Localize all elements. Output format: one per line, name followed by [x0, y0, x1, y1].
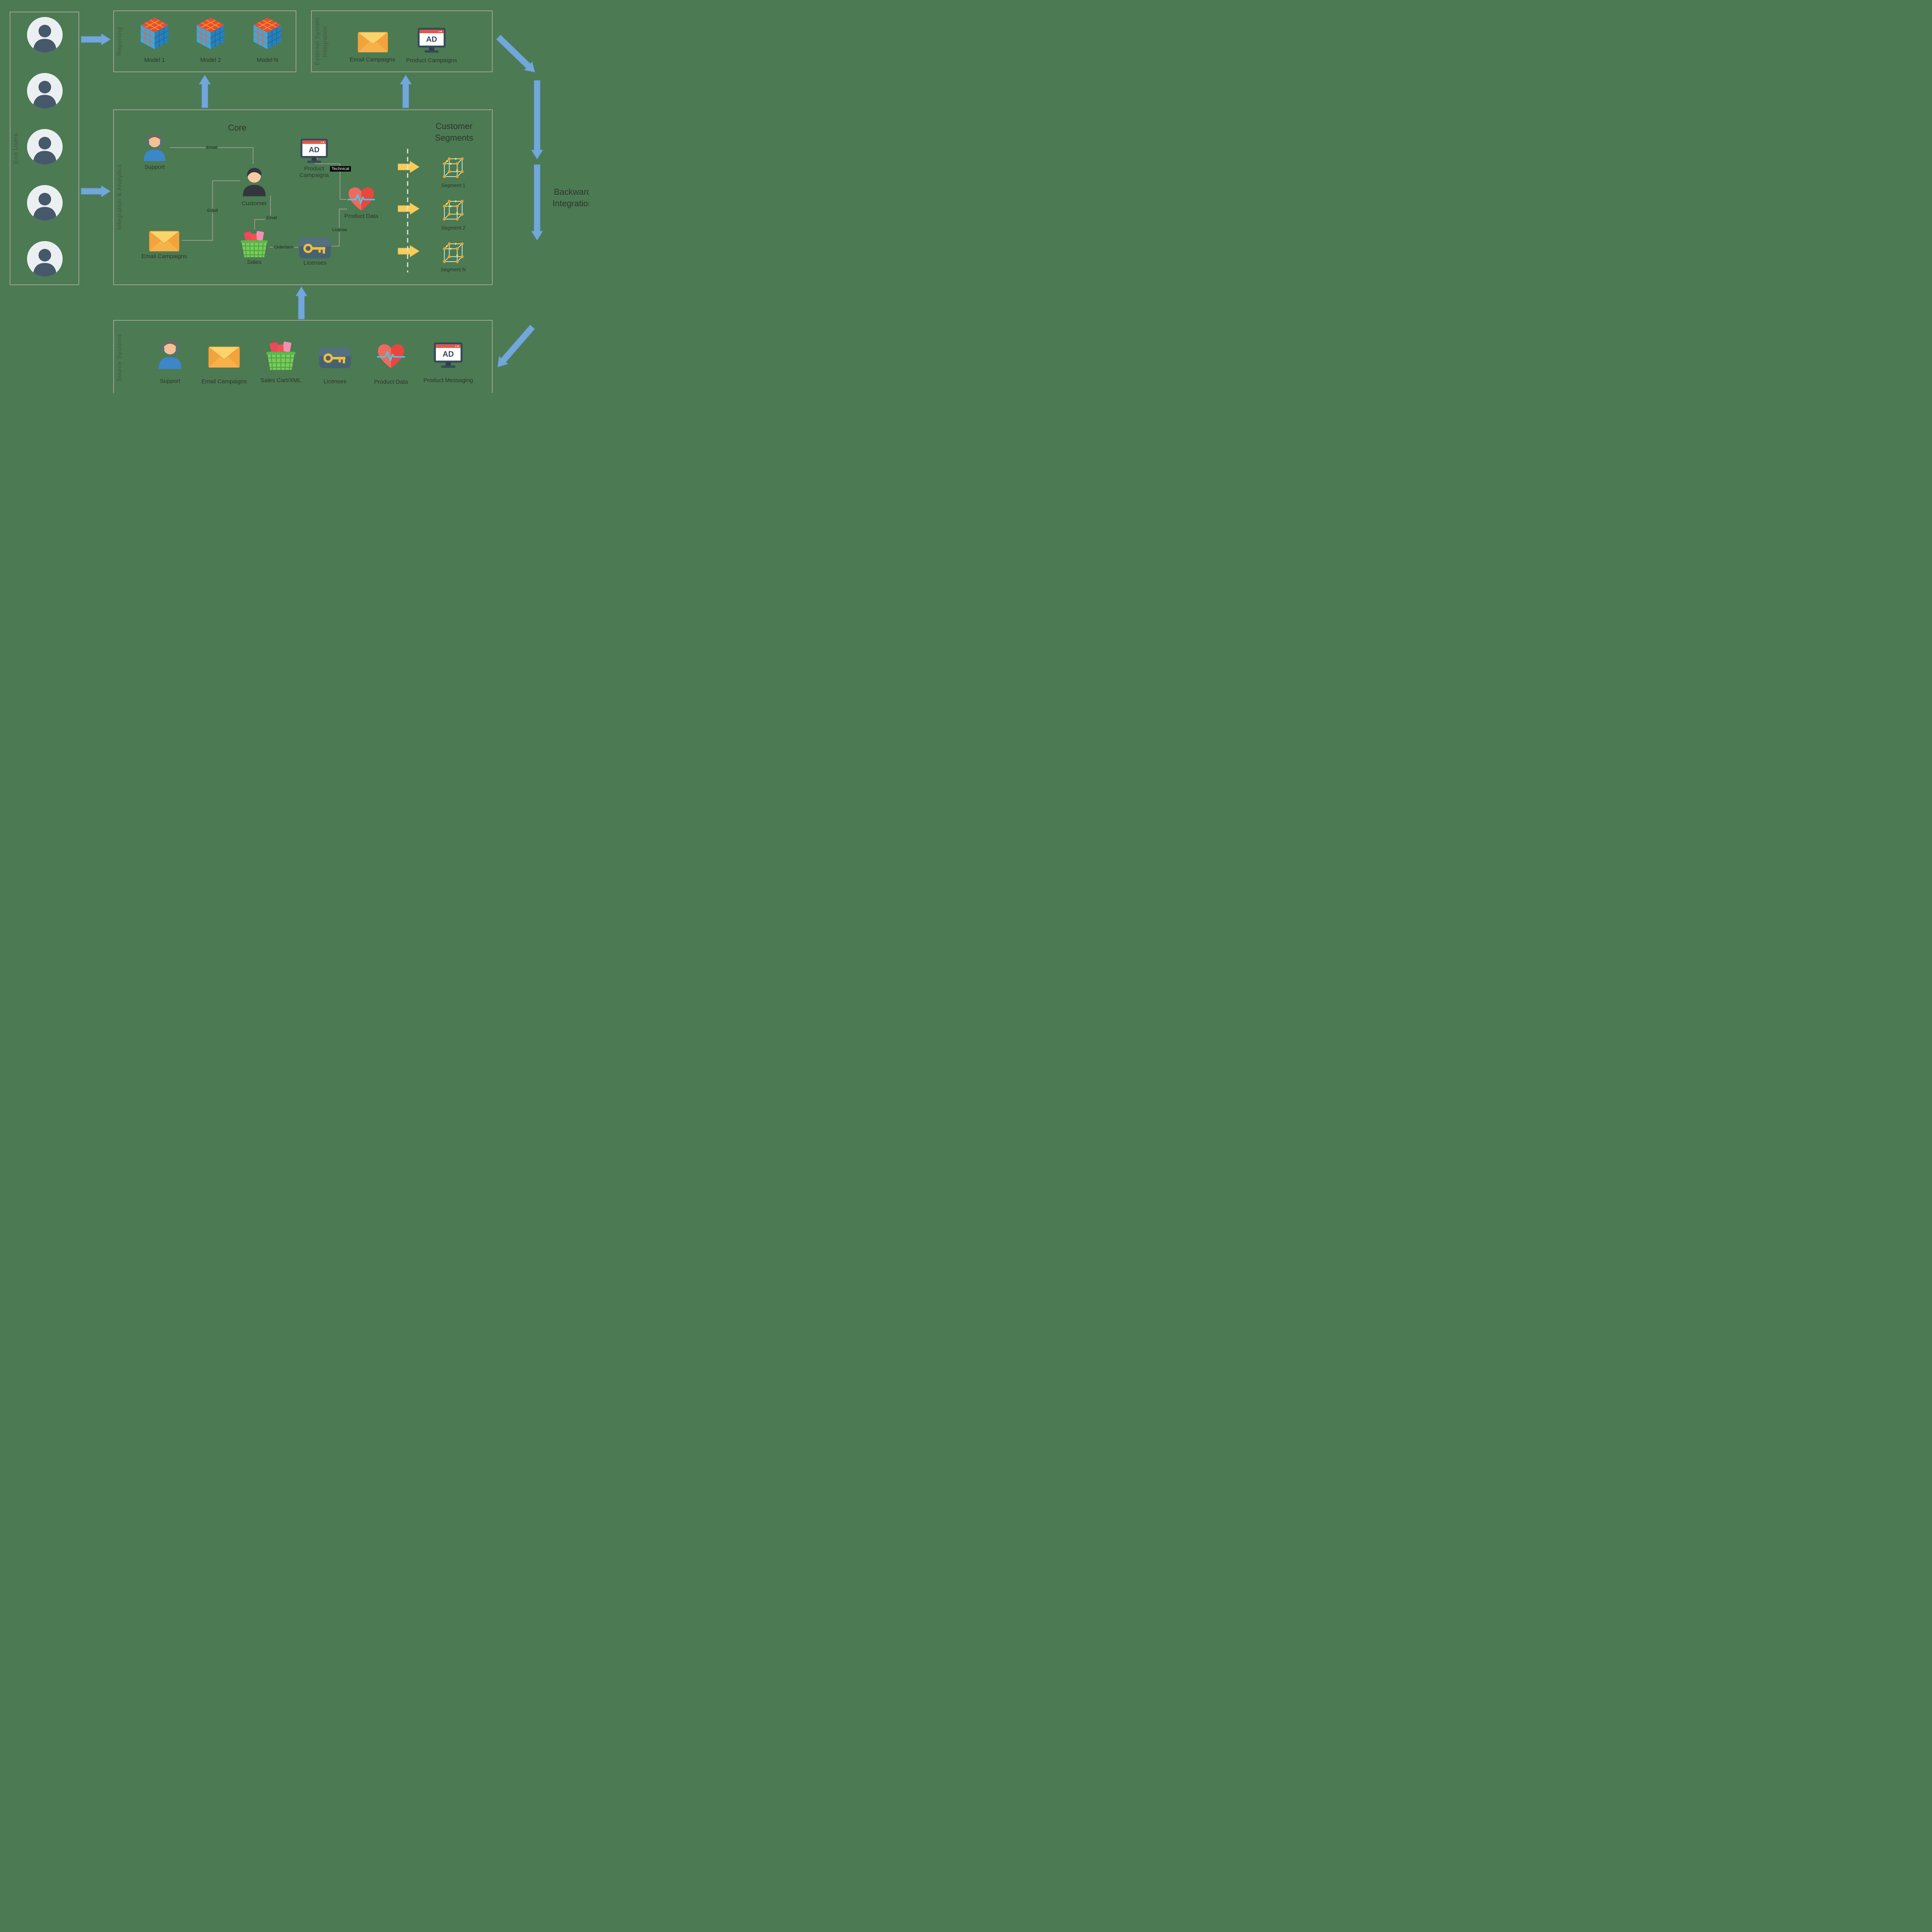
arrow-right-to-source: [497, 325, 535, 367]
external-integration-panel: [311, 10, 493, 72]
arrow-endusers-to-core: [81, 185, 111, 197]
segment-2-lattice-icon: [441, 198, 466, 223]
model-1-cube-icon: [139, 17, 170, 51]
source-licenses-icon: [319, 347, 351, 369]
source-email-campaigns-label: Email Campaigns: [201, 378, 247, 385]
source-systems-label: Source Systems: [116, 334, 123, 382]
product-data-heart-icon: [346, 186, 376, 212]
edge-label-license: License: [331, 228, 348, 232]
user-avatar-icon: [26, 16, 63, 53]
edge-label-email-sales: Email: [265, 216, 278, 220]
core-product-campaigns-label: Product Campaigns: [299, 165, 329, 179]
source-support-label: Support: [160, 378, 180, 384]
source-support-icon: [154, 337, 186, 369]
edge-support-customer: [170, 147, 253, 164]
segment-2-label: Segment 2: [441, 225, 466, 231]
edge-label-technical: Technical: [330, 166, 351, 172]
source-email-campaigns-icon: [208, 346, 240, 368]
segment-n-lattice-icon: [441, 240, 466, 265]
edge-label-email-support: Email: [205, 145, 218, 150]
source-sales-cart-label: Sales Cart/XML: [260, 377, 301, 384]
edge-label-orderitem: OrderItem: [273, 245, 294, 250]
model-n-cube-icon: [252, 17, 283, 51]
source-product-data-icon: [376, 343, 406, 369]
arrow-core-to-external: [400, 75, 412, 108]
core-sales-label: Sales: [247, 259, 262, 265]
segment-n-label: Segment N: [440, 267, 466, 272]
arrow-to-segment-2: [398, 202, 420, 215]
core-licenses-label: Licenses: [303, 260, 327, 266]
segment-1-label: Segment 1: [441, 182, 466, 188]
segment-1-lattice-icon: [441, 155, 466, 180]
user-avatar-icon: [26, 128, 63, 165]
model-2-label: Model 2: [200, 57, 221, 63]
licenses-key-icon: [299, 237, 331, 259]
arrow-to-segment-1: [398, 161, 420, 173]
model-1-label: Model 1: [144, 57, 165, 63]
connector-overlay: [81, 33, 543, 367]
core-customer-label: Customer: [242, 200, 267, 207]
user-avatar-icon: [26, 72, 63, 109]
sales-basket-icon: [239, 230, 269, 258]
user-avatar-icon: [26, 240, 63, 277]
model-n-label: Model N: [257, 57, 278, 63]
source-product-messaging-icon: [432, 342, 464, 371]
edge-customer-sales: [254, 196, 271, 230]
source-sales-cart-icon: [265, 340, 297, 371]
core-support-label: Support: [144, 164, 165, 170]
arrow-right-down-1: [531, 80, 543, 160]
model-2-cube-icon: [195, 17, 226, 51]
external-integration-label: External System Integration: [314, 17, 328, 65]
external-email-campaigns-label: Email Campaigns: [350, 56, 395, 63]
diagram-canvas: AD: [0, 0, 589, 393]
end-users-label: End Users: [13, 133, 19, 164]
external-product-campaigns-label: Product Campaigns: [406, 57, 457, 64]
core-email-campaigns-label: Email Campaigns: [141, 253, 187, 260]
core-product-data-label: Product Data: [344, 213, 378, 219]
reporting-label: Reporting: [116, 27, 123, 56]
core-panel: [113, 109, 493, 285]
backward-integration-label: Backward Integration: [553, 187, 589, 208]
user-avatar-icon: [26, 184, 63, 221]
arrow-to-segment-n: [398, 245, 420, 257]
source-product-data-label: Product Data: [374, 379, 408, 385]
arrow-source-to-core: [295, 286, 308, 320]
arrow-right-down-2: [531, 164, 543, 241]
core-panel-label: Integration & Analytics: [116, 164, 123, 230]
arrow-core-to-reporting: [199, 75, 211, 108]
edge-label-email-campaigns: Email: [206, 208, 219, 213]
end-users-panel: [10, 12, 79, 285]
source-product-messaging-label: Product Messaging: [423, 377, 473, 384]
arrow-endusers-to-reporting: [81, 33, 111, 46]
core-email-campaigns-icon: [149, 231, 180, 252]
customer-segments-title: Customer Segments: [435, 121, 473, 143]
source-licenses-label: Licenses: [323, 378, 347, 385]
arrow-external-to-right: [496, 34, 535, 73]
core-title: Core: [228, 123, 247, 133]
customer-icon: [238, 164, 270, 197]
support-icon: [139, 131, 170, 162]
product-campaigns-monitor-icon: [416, 27, 447, 55]
core-product-campaigns-monitor-icon: [299, 138, 330, 165]
email-campaigns-icon: [357, 32, 388, 53]
reporting-panel: [113, 10, 296, 72]
source-systems-panel: [113, 320, 493, 393]
